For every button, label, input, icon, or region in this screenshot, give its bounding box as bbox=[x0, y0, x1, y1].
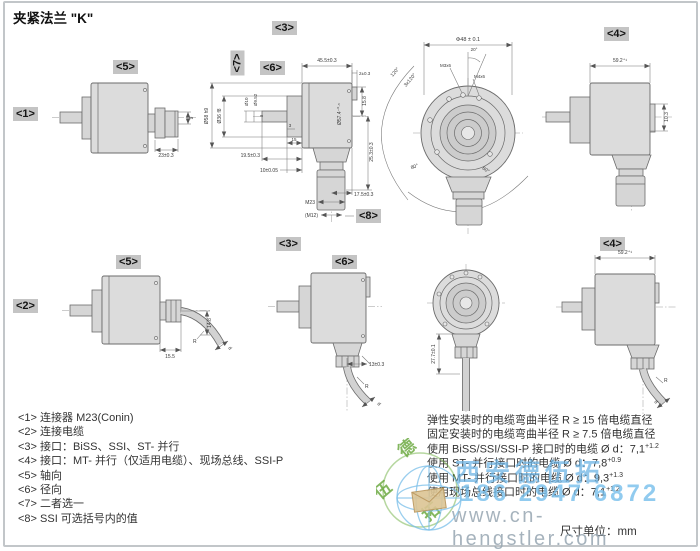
dim-label: Ø58 h9 bbox=[204, 108, 210, 125]
drawing-radial-connector-view: 45.5±0.3 2±0.3 Ø58 h9 Ø36 f8 Ø10 Ø9.52 9… bbox=[204, 58, 375, 222]
dim-label: 2±0.3 bbox=[359, 71, 371, 76]
drawing-radial-cable-view: 13±0.3 R d bbox=[268, 272, 384, 412]
dim-label: 45.5±0.3 bbox=[317, 58, 337, 64]
note-line: 使用 BiSS/SSI/SSI-P 接口时的电缆 Ø d：7,1+1.2 bbox=[427, 440, 659, 456]
dim-label: R bbox=[193, 339, 197, 345]
note-line: 使用现场总线接口时的电缆 Ø d：7,1+1.2 bbox=[427, 483, 659, 499]
dim-label: d bbox=[226, 345, 233, 351]
dim-label: 9 bbox=[189, 116, 195, 119]
dim-label: 9 bbox=[259, 114, 264, 117]
dim-label: M4x6 bbox=[474, 74, 486, 79]
tolerance-sup: +1.2 bbox=[645, 442, 659, 450]
note-text: 使用 BiSS/SSI/SSI-P 接口时的电缆 Ø d：7,1 bbox=[427, 443, 646, 456]
drawing-front-view: Φ48 ± 0.1 20° M3x6 M4x6 120° 3x120° 80° … bbox=[381, 37, 529, 234]
dim-label: 20° bbox=[471, 47, 478, 52]
drawing-side-view-radial-connector: 59.2⁺¹ 10.3 bbox=[542, 58, 672, 212]
note-text: 使用 ST- 并行接口时的电缆 Ø d：7,8 bbox=[427, 457, 608, 470]
drawing-axial-cable-view: 15.5 14.8 R d bbox=[62, 275, 233, 360]
dim-label: 120° bbox=[390, 66, 401, 78]
dim-label: 3 bbox=[289, 123, 292, 128]
dim-label: 80° bbox=[410, 163, 419, 171]
dim-label: Ø57.4⁻⁰·⁵ bbox=[337, 103, 343, 125]
units-note: 尺寸单位：mm bbox=[560, 526, 637, 538]
tolerance-sup: +0.9 bbox=[607, 457, 622, 465]
ref-label-2: <2> bbox=[13, 299, 38, 313]
note-text: 固定安装时的电缆弯曲半径 R ≥ 7.5 倍电缆直径 bbox=[427, 429, 656, 442]
dim-label: 17.5±0.3 bbox=[354, 192, 374, 198]
dim-label: R bbox=[365, 384, 369, 390]
dim-label: Φ48 ± 0.1 bbox=[456, 37, 480, 43]
ref-label-1: <1> bbox=[13, 107, 38, 121]
ref-label-8: <8> bbox=[356, 209, 381, 223]
dim-label: d bbox=[653, 399, 659, 405]
tolerance-sup: +1.2 bbox=[606, 485, 620, 493]
page-title: 夹紧法兰 "K" bbox=[13, 11, 94, 26]
note-text: 使用 MT- 并行接口时的电缆 Ø d：9,3 bbox=[427, 472, 610, 485]
ref-label-4-bottom: <4> bbox=[600, 237, 625, 251]
drawing-front-view-cable: 27.7±0.1 bbox=[427, 264, 505, 420]
note-line: <6> 径向 bbox=[18, 483, 63, 496]
dim-label: M23 bbox=[305, 200, 315, 206]
note-line: 弹性安装时的电缆弯曲半径 R ≥ 15 倍电缆直径 bbox=[427, 411, 659, 427]
ref-label-4-top: <4> bbox=[604, 27, 629, 41]
note-text: 使用现场总线接口时的电缆 Ø d：7,1 bbox=[427, 486, 607, 499]
ref-label-3-bottom: <3> bbox=[276, 237, 301, 251]
dim-label: M3x6 bbox=[440, 63, 452, 68]
note-line: <7> 二者选一 bbox=[18, 498, 85, 511]
dim-label: 25.3±0.3 bbox=[369, 142, 375, 162]
dim-label: 19.5±0.3 bbox=[241, 153, 261, 159]
dim-label: 15.8 bbox=[362, 96, 368, 106]
dim-label: 14.8 bbox=[207, 318, 213, 328]
ref-label-5-bottom: <5> bbox=[116, 255, 141, 269]
note-line: 固定安装时的电缆弯曲半径 R ≥ 7.5 倍电缆直径 bbox=[427, 425, 659, 442]
dim-label: Ø9.52 bbox=[253, 93, 258, 106]
dim-label: Ø10 bbox=[244, 97, 249, 106]
page-border bbox=[3, 1, 698, 547]
ref-label-6-top: <6> bbox=[260, 61, 285, 75]
ref-label-6-bottom: <6> bbox=[332, 255, 357, 269]
note-line: <1> 连接器 M23(Conin) bbox=[18, 412, 134, 424]
dim-label: R bbox=[664, 378, 668, 384]
ref-label-5-axial-top: <5> bbox=[113, 60, 138, 74]
dim-label: 3x120° bbox=[403, 72, 418, 88]
dim-label: 15 bbox=[291, 137, 297, 142]
note-line: 使用 MT- 并行接口时的电缆 Ø d：9,3+1.3 bbox=[427, 469, 659, 485]
dim-label: 60° bbox=[481, 166, 491, 175]
ref-label-3-top: <3> bbox=[272, 21, 297, 35]
dim-label: 23±0.3 bbox=[158, 153, 173, 159]
drawing-axial-connector-view: 23±0.3 9 bbox=[52, 82, 196, 159]
footnotes-right: 弹性安装时的电缆弯曲半径 R ≥ 15 倍电缆直径 固定安装时的电缆弯曲半径 R… bbox=[427, 411, 659, 499]
note-text: 弹性安装时的电缆弯曲半径 R ≥ 15 倍电缆直径 bbox=[427, 414, 653, 427]
dim-label: d bbox=[376, 401, 382, 407]
dim-label: 10.3 bbox=[664, 112, 670, 122]
dim-label: (M12) bbox=[305, 213, 318, 219]
drawing-side-view-radial-cable: 59.2⁺¹ R d bbox=[556, 250, 676, 414]
note-line: <3> 接口：BiSS、SSI、ST- 并行 bbox=[18, 440, 180, 453]
dim-label: 10±0.05 bbox=[260, 168, 278, 174]
note-line: 使用 ST- 并行接口时的电缆 Ø d：7,8+0.9 bbox=[427, 454, 659, 470]
note-line: <4> 接口：MT- 并行（仅适用电缆）、现场总线、SSI-P bbox=[18, 455, 284, 468]
note-line: <8> SSI 可选括号内的值 bbox=[18, 512, 138, 525]
dim-label: Ø36 f8 bbox=[217, 108, 223, 123]
dim-label: 59.2⁺¹ bbox=[613, 58, 627, 64]
dim-label: 15.5 bbox=[165, 354, 175, 360]
dim-label: 59.2⁺¹ bbox=[618, 250, 632, 256]
technical-drawings: 23±0.3 9 45.5±0.3 2±0.3 Ø58 h9 bbox=[52, 37, 676, 420]
tolerance-sup: +1.3 bbox=[609, 471, 623, 479]
note-line: <2> 连接电缆 bbox=[18, 426, 85, 439]
footnotes-left: <1> 连接器 M23(Conin) <2> 连接电缆 <3> 接口：BiSS、… bbox=[18, 411, 283, 526]
dim-label: 13±0.3 bbox=[369, 362, 384, 368]
note-line: <5> 轴向 bbox=[18, 469, 63, 482]
dim-label: 27.7±0.1 bbox=[431, 344, 437, 364]
